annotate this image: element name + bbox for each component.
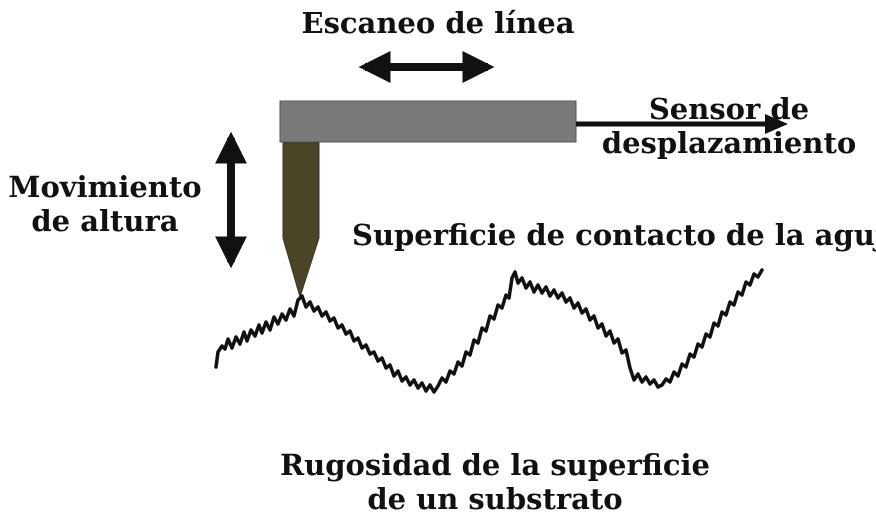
height-movement-label-line1: Movimiento xyxy=(8,170,202,204)
stylus-needle xyxy=(282,142,320,299)
roughness-label: Rugosidad de la superficie de un substra… xyxy=(230,448,760,516)
surface-roughness-profile xyxy=(214,268,764,394)
roughness-label-line2: de un substrato xyxy=(367,482,623,516)
height-movement-label-line2: de altura xyxy=(31,204,179,238)
displacement-sensor-label-line1: Sensor de xyxy=(648,92,810,126)
displacement-sensor-label: Sensor de desplazamiento xyxy=(596,92,862,160)
contact-surface-label: Superficie de contacto de la aguja xyxy=(352,218,876,252)
displacement-sensor-arrowhead xyxy=(765,114,788,134)
cantilever-bar xyxy=(279,100,577,143)
height-movement-label: Movimiento de altura xyxy=(0,170,210,238)
roughness-label-line1: Rugosidad de la superficie xyxy=(280,448,710,482)
displacement-sensor-label-line2: desplazamiento xyxy=(601,126,857,160)
scan-line-label: Escaneo de línea xyxy=(301,6,575,40)
